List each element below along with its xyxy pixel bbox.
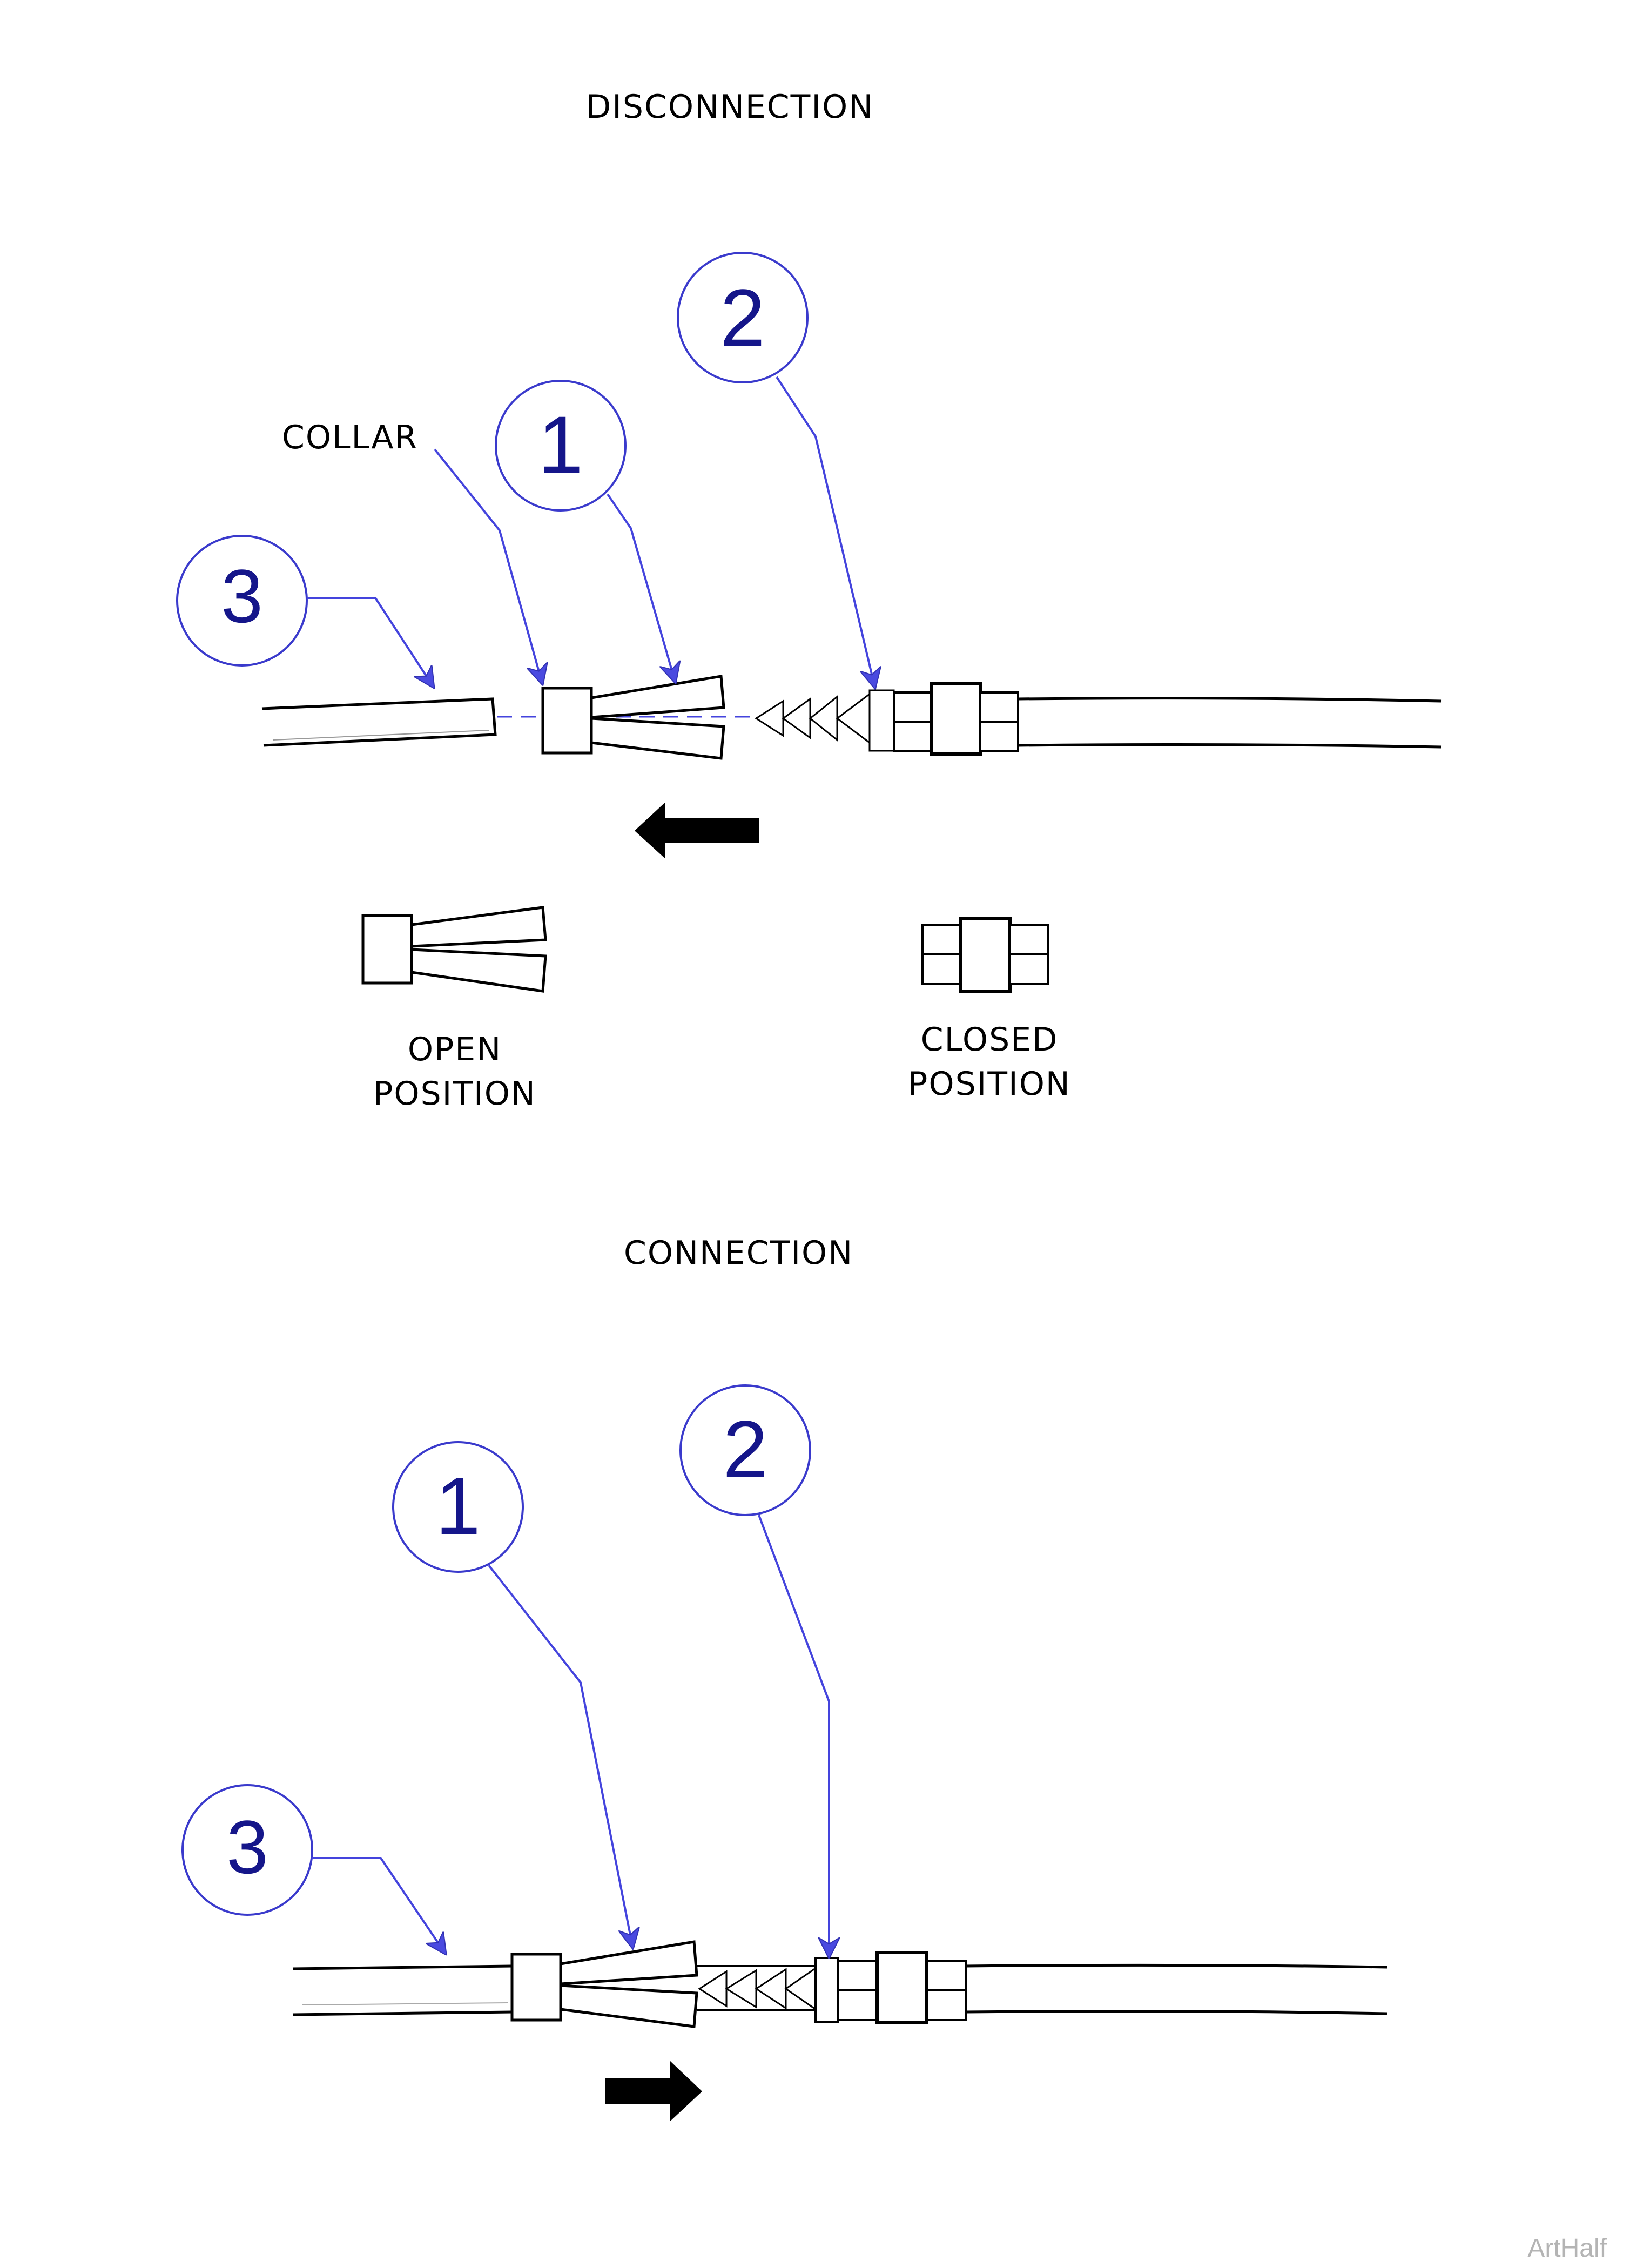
open-position-line-2: POSITION — [373, 1075, 536, 1113]
arrow-right-icon — [605, 2061, 702, 2122]
fitting-2-engaged — [814, 1951, 967, 2024]
disconnection-panel: DISCONNECTION — [176, 88, 1442, 1113]
callout-2-number: 2 — [720, 272, 765, 363]
callout-1-connection: 1 — [392, 1441, 632, 1943]
callout-1-number: 1 — [538, 399, 583, 490]
callout-2: 2 — [677, 252, 874, 683]
callout-2-connection: 2 — [679, 1384, 829, 1953]
open-position-detail: OPEN POSITION — [361, 906, 547, 1113]
tube-3-connected — [292, 1964, 513, 2016]
coupler-1-engaged — [510, 1940, 698, 2028]
tube-right-connected — [965, 1963, 1387, 2015]
callout-2-connection-number: 2 — [723, 1404, 767, 1495]
collar-label-group: COLLAR — [282, 419, 541, 679]
tube-3 — [261, 697, 497, 747]
callout-3-connection-number: 3 — [226, 1805, 268, 1889]
closed-position-line-2: POSITION — [908, 1065, 1071, 1103]
callout-3: 3 — [176, 535, 431, 683]
coupler-1-open — [541, 675, 725, 760]
barbs-engaged — [697, 1965, 817, 2011]
callout-3-connection: 3 — [181, 1784, 443, 1950]
connection-title: CONNECTION — [624, 1234, 853, 1272]
callout-1-connection-number: 1 — [435, 1461, 480, 1551]
closed-position-line-1: CLOSED — [921, 1021, 1059, 1059]
disconnection-title: DISCONNECTION — [586, 88, 874, 126]
connection-panel: CONNECTION — [181, 1234, 1387, 2122]
callout-1: 1 — [495, 380, 674, 678]
closed-position-detail: CLOSED POSITION — [908, 917, 1071, 1103]
fitting-2 — [755, 682, 1019, 756]
callout-3-number: 3 — [221, 554, 263, 638]
collar-label: COLLAR — [282, 419, 418, 456]
open-position-line-1: OPEN — [408, 1031, 502, 1068]
tube-right — [1018, 697, 1442, 749]
arrow-left-icon — [635, 802, 759, 859]
footer-credit: ArtHalf — [1527, 2234, 1607, 2263]
